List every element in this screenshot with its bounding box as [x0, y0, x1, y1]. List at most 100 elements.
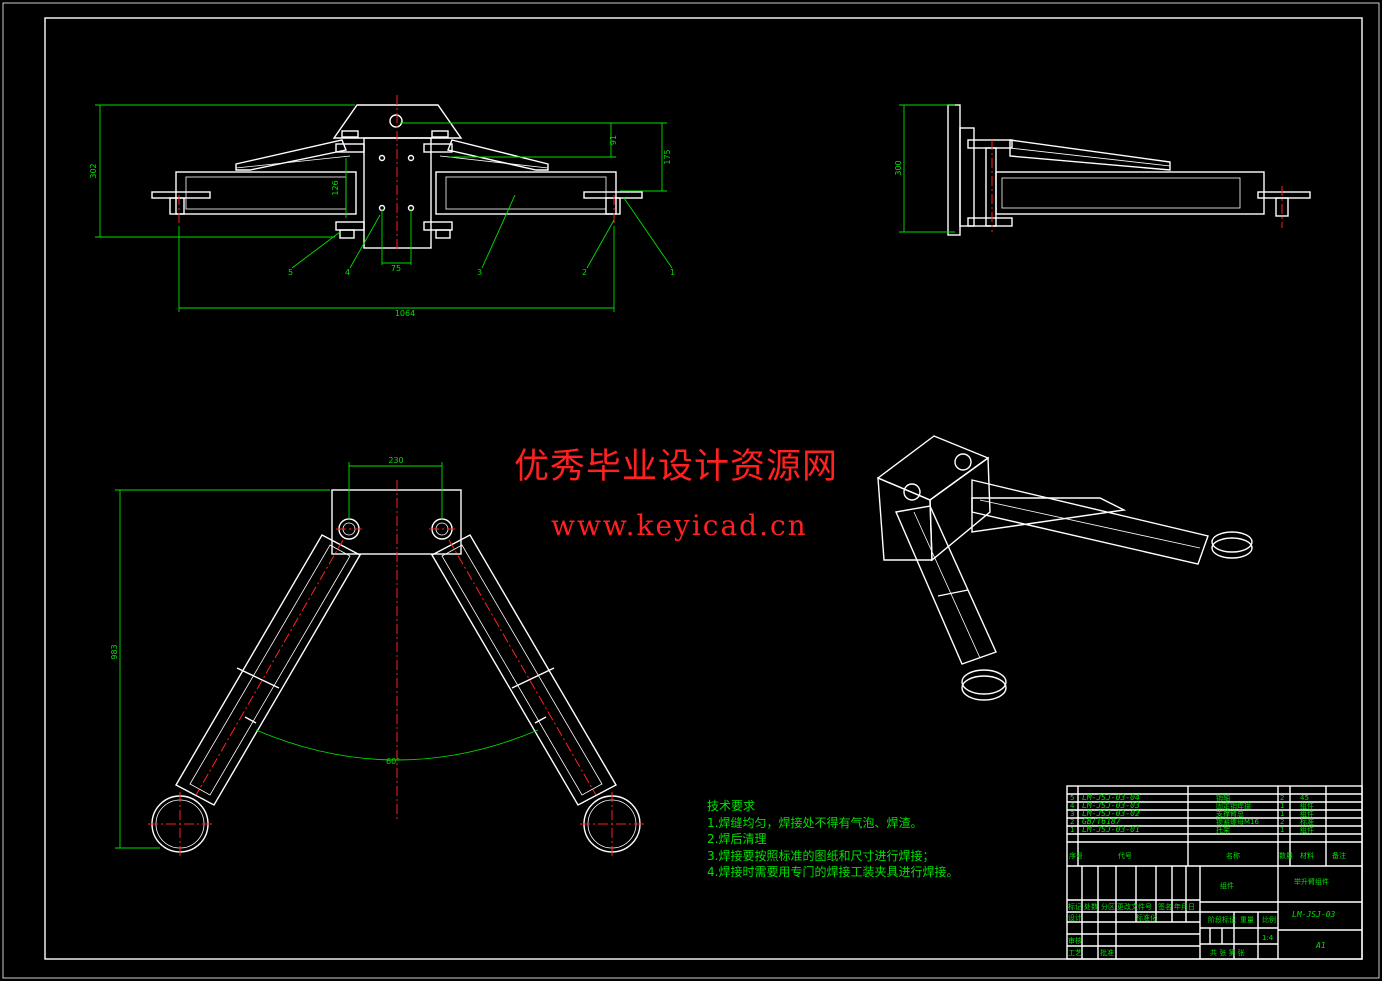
label-process: 工艺 — [1068, 949, 1082, 957]
dim-1064: 1064 — [395, 309, 415, 318]
plan-arm-left-sleeve2 — [244, 716, 257, 724]
label-count: 处数 — [1084, 902, 1098, 911]
front-brace-left — [235, 139, 347, 171]
iso-arm-lower — [895, 505, 997, 665]
front-arm-right-inner — [445, 176, 607, 210]
iso-arm-lower-sleeve — [937, 589, 969, 597]
technical-requirements: 技术要求 1.焊缝均匀，焊接处不得有气泡、焊渣。 2.焊后清理 3.焊接要按照标… — [707, 798, 958, 881]
plan-arm-right-center — [448, 539, 597, 796]
front-brace-right — [447, 139, 549, 171]
svg-text:材料: 材料 — [1300, 851, 1314, 860]
leader-4 — [349, 214, 381, 269]
title-drawing-name: 举升臂组件 — [1294, 877, 1329, 886]
svg-text:LM-JSJ-03-04: LM-JSJ-03-04 — [1082, 793, 1140, 802]
svg-text:1: 1 — [1280, 810, 1284, 818]
iso-bracket-front — [877, 476, 933, 561]
side-back-plate — [947, 104, 961, 236]
side-dim-line — [899, 104, 955, 233]
side-arm-inner — [1001, 177, 1241, 209]
plan-view: 230 983 60° — [110, 456, 644, 856]
label-standardize: 标准化 — [1136, 913, 1157, 922]
svg-text:名称: 名称 — [1226, 851, 1240, 860]
front-brace-right-line — [439, 155, 549, 169]
iso-pad-lower-b — [961, 675, 1007, 701]
title-material: 组件 — [1220, 881, 1234, 890]
svg-text:1: 1 — [1280, 802, 1284, 810]
title-block: 5 LM-JSJ-03-04 销轴 2 45 4 LM-JSJ-03-03 固定… — [1066, 785, 1363, 960]
label-zone: 分区 — [1101, 902, 1115, 911]
dim-line-91 — [400, 122, 616, 158]
plan-dim-line-983 — [115, 489, 330, 849]
svg-text:序号: 序号 — [1069, 851, 1083, 860]
label-design: 设计 — [1068, 913, 1082, 922]
notes-heading: 技术要求 — [707, 799, 756, 813]
front-bot-plate-right — [423, 221, 453, 231]
front-pin-left — [341, 130, 359, 138]
svg-text:组件: 组件 — [1300, 801, 1314, 810]
svg-text:LM-JSJ-03-02: LM-JSJ-03-02 — [1082, 809, 1140, 818]
front-top-bracket — [332, 104, 463, 139]
balloon-3: 3 — [477, 268, 482, 277]
bom-header: 序号 代号 名称 数量 材料 备注 — [1069, 851, 1346, 860]
dim-126: 126 — [331, 180, 340, 195]
plan-angle-arc — [255, 729, 539, 761]
balloon-4: 4 — [345, 268, 350, 277]
dim-75: 75 — [391, 264, 401, 273]
front-hole-1 — [378, 154, 386, 162]
leader-1 — [623, 197, 673, 269]
front-view: 302 91 175 126 75 1064 5 4 3 2 1 — [89, 95, 675, 318]
note-item-1: 1.焊缝均匀，焊接处不得有气泡、焊渣。 — [707, 815, 923, 830]
dim-line-175 — [611, 122, 667, 192]
side-arm — [995, 171, 1265, 215]
svg-text:1: 1 — [1070, 826, 1074, 834]
svg-text:固定销焊接: 固定销焊接 — [1216, 801, 1251, 810]
front-top-plate-left — [335, 143, 365, 153]
leader-3 — [481, 194, 516, 269]
balloon-2: 2 — [582, 268, 587, 277]
front-brace-left-line — [235, 155, 351, 169]
dim-91: 91 — [609, 135, 618, 145]
title-block-frame — [1066, 785, 1363, 960]
svg-text:数量: 数量 — [1279, 851, 1293, 860]
iso-hole-2 — [954, 453, 972, 471]
svg-text:1: 1 — [1280, 826, 1284, 834]
svg-text:支撑臂总: 支撑臂总 — [1216, 809, 1244, 818]
side-pad-stem — [1275, 197, 1289, 217]
plan-arm-left — [175, 534, 361, 806]
plan-arm-left-inner — [189, 544, 351, 796]
plan-angle: 60° — [386, 757, 400, 766]
title-grid — [1067, 866, 1362, 959]
inner-border — [44, 17, 1363, 960]
note-item-4: 4.焊接时需要用专门的焊接工装夹具进行焊接。 — [707, 865, 959, 879]
iso-view — [876, 435, 1253, 701]
front-top-plate-right — [423, 143, 453, 153]
svg-text:2: 2 — [1280, 818, 1284, 826]
plan-arm-right-sleeve1 — [511, 667, 555, 689]
front-pad-right-stem — [605, 197, 621, 215]
plan-arm-left-center — [195, 539, 344, 796]
side-brace-line — [1009, 147, 1171, 167]
iso-brace-right — [971, 497, 1127, 533]
iso-hole-1 — [903, 483, 921, 501]
bom-rows: 5 LM-JSJ-03-04 销轴 2 45 4 LM-JSJ-03-03 固定… — [1070, 793, 1314, 834]
balloon-1: 1 — [670, 268, 675, 277]
iso-pad-lower — [961, 669, 1007, 695]
watermark-url[interactable]: www.keyicad.cn — [551, 509, 808, 542]
balloon-5: 5 — [288, 268, 293, 277]
label-review: 审核 — [1068, 936, 1082, 945]
side-pin — [985, 147, 997, 227]
watermark-title: 优秀毕业设计资源网 — [514, 447, 839, 487]
svg-text:LM-JSJ-03-03: LM-JSJ-03-03 — [1082, 801, 1140, 810]
front-arm-left — [175, 171, 357, 215]
iso-arm-lower-edge — [913, 511, 981, 659]
side-view: 300 — [894, 104, 1311, 236]
title-scale: 1:4 — [1262, 934, 1274, 942]
side-bracket — [959, 127, 975, 227]
front-pin-right — [431, 130, 449, 138]
front-pad-right — [583, 191, 643, 199]
svg-text:2: 2 — [1280, 794, 1284, 802]
front-pin-hole — [389, 114, 403, 128]
plan-arm-left-sleeve1 — [236, 667, 280, 689]
iso-pad-right — [1211, 531, 1253, 553]
